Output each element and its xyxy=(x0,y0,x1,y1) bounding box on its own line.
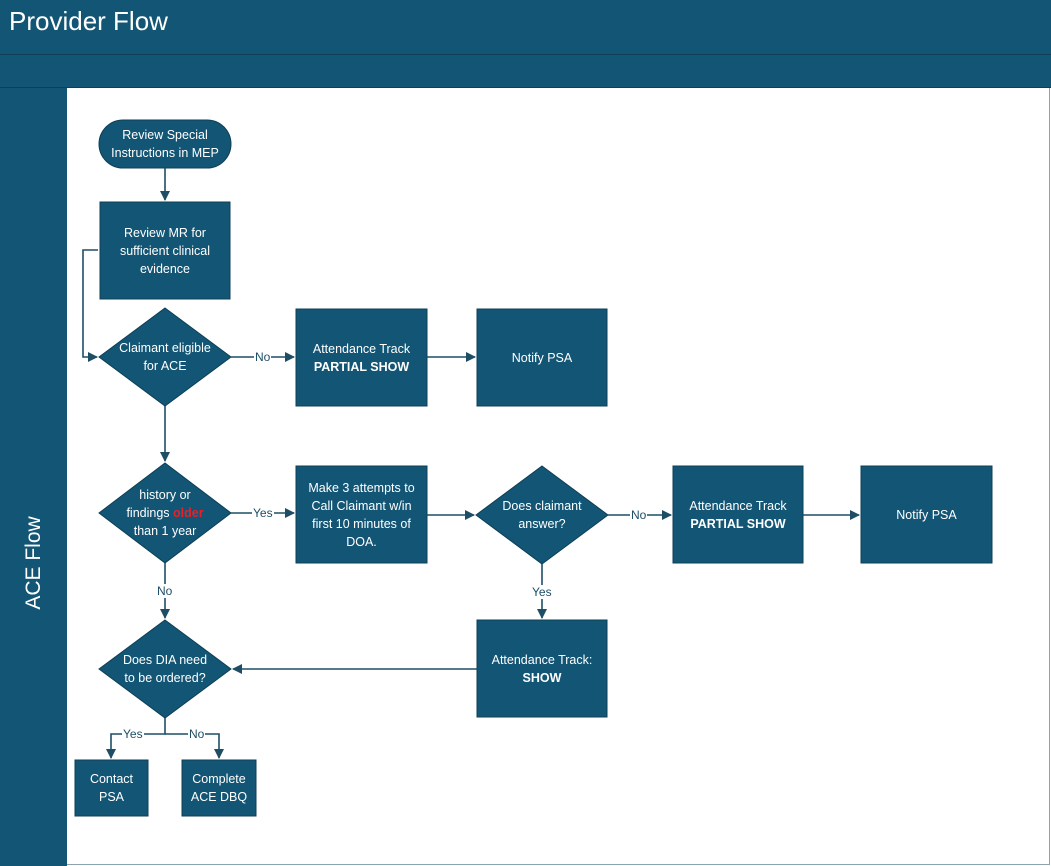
notify-psa-box-1 xyxy=(476,308,608,407)
edge-label-eligible-no: No xyxy=(254,350,272,364)
attempts-line3: first 10 minutes of xyxy=(312,516,411,531)
notify-psa-1-line1: Notify PSA xyxy=(511,350,573,365)
contact-psa-box xyxy=(74,759,149,817)
review-mr-line3: evidence xyxy=(139,261,191,276)
dia-line1: Does DIA need xyxy=(122,653,208,667)
dia-label: Does DIA need to be ordered? xyxy=(99,620,231,718)
eligible-label: Claimant eligible for ACE xyxy=(99,308,231,406)
edge-dia-no xyxy=(165,733,224,759)
attendance-partial-2-line1: Attendance Track xyxy=(689,498,787,513)
edge-label-history-no: No xyxy=(156,584,174,598)
attendance-partial-1-line2: PARTIAL SHOW xyxy=(313,359,410,374)
header-bar: Provider Flow xyxy=(0,0,1051,55)
review-mr-box xyxy=(99,201,231,300)
edge-label-history-yes: Yes xyxy=(252,506,274,520)
answer-line2: answer? xyxy=(518,517,566,531)
history-label: history or findings older than 1 year xyxy=(99,463,231,563)
review-mr-label: Review MR for sufficient clinical evidence xyxy=(100,202,230,299)
attempts-line4: DOA. xyxy=(346,534,377,549)
history-line2: findings older xyxy=(126,504,203,522)
notify-psa-2-label: Notify PSA xyxy=(861,466,992,563)
notify-psa-box-2 xyxy=(860,465,993,564)
answer-line1: Does claimant xyxy=(502,499,582,513)
answer-label: Does claimant answer? xyxy=(476,466,608,564)
notify-psa-2-line1: Notify PSA xyxy=(896,507,957,522)
edge-review-to-eligible xyxy=(82,249,98,362)
diagram-canvas xyxy=(67,88,1050,865)
attendance-partial-2-line2: PARTIAL SHOW xyxy=(690,516,786,531)
edge-label-dia-yes: Yes xyxy=(122,727,144,741)
start-line2: Instructions in MEP xyxy=(111,146,219,160)
history-line3: than 1 year xyxy=(133,524,197,538)
attendance-show-line1: Attendance Track: xyxy=(491,652,593,667)
edge-label-dia-no: No xyxy=(188,727,206,741)
eligible-line2: for ACE xyxy=(143,359,187,373)
dia-line2: to be ordered? xyxy=(124,671,206,685)
complete-dbq-box xyxy=(181,759,257,817)
attempts-label: Make 3 attempts to Call Claimant w/in firs… xyxy=(296,466,427,563)
attendance-partial-1-line1: Attendance Track xyxy=(312,341,411,356)
attendance-show-line2: SHOW xyxy=(522,670,562,685)
history-line2-prefix: findings xyxy=(126,506,173,520)
complete-dbq-line1: Complete xyxy=(192,772,246,786)
attempts-box xyxy=(295,465,428,564)
attendance-show-box xyxy=(476,619,608,718)
contact-psa-line1: Contact xyxy=(89,772,134,786)
contact-psa-line2: PSA xyxy=(98,790,124,804)
header-band xyxy=(0,55,1051,88)
start-line1: Review Special xyxy=(122,128,208,142)
notify-psa-1-label: Notify PSA xyxy=(477,309,607,406)
attempts-line2: Call Claimant w/in xyxy=(311,498,412,513)
edge-label-answer-yes: Yes xyxy=(531,585,553,599)
attendance-partial-box-1 xyxy=(295,308,428,407)
history-emphasis: older xyxy=(173,506,204,520)
attendance-show-label: Attendance Track: SHOW xyxy=(477,620,607,717)
eligible-line1: Claimant eligible xyxy=(119,341,211,355)
attendance-partial-box-2 xyxy=(672,465,804,564)
swimlane-header: ACE Flow xyxy=(0,88,67,866)
complete-dbq-line2: ACE DBQ xyxy=(190,790,248,804)
attempts-line1: Make 3 attempts to xyxy=(308,480,415,495)
history-line1: history or xyxy=(139,488,191,502)
edge-label-answer-no: No xyxy=(630,508,648,522)
review-mr-line2: sufficient clinical xyxy=(119,243,211,258)
page-title: Provider Flow xyxy=(9,6,168,36)
review-mr-line1: Review MR for xyxy=(124,225,206,240)
